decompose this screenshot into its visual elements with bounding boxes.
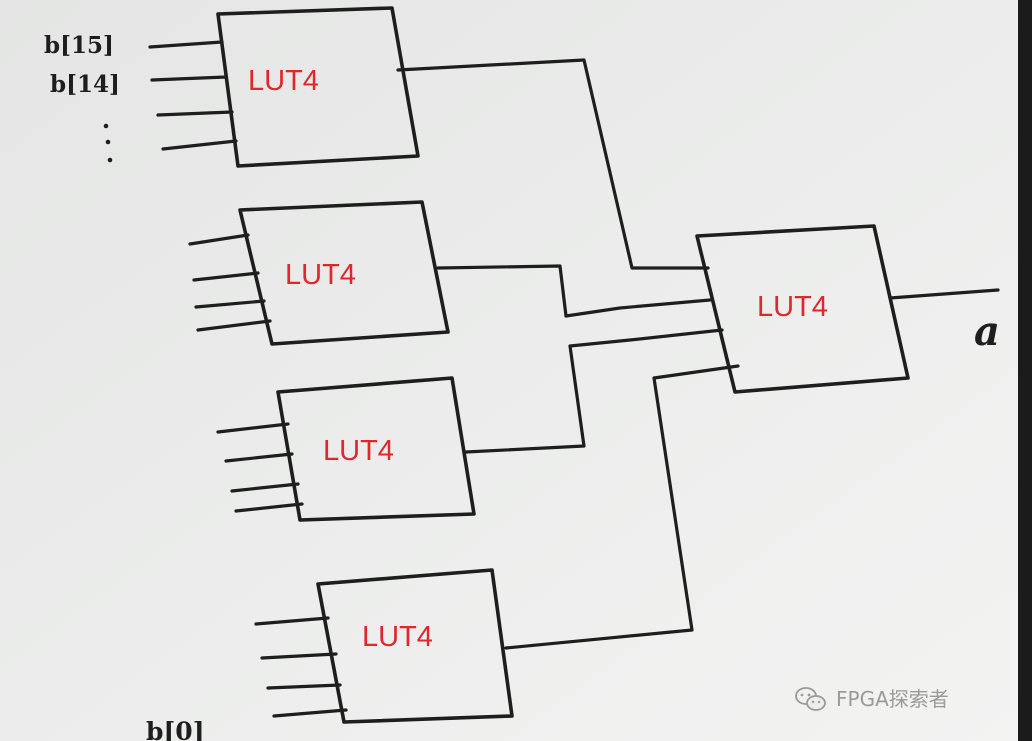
interconnect-wires xyxy=(396,58,1000,650)
input-wire xyxy=(188,233,250,246)
input-wire xyxy=(216,422,290,434)
input-wire xyxy=(156,110,234,117)
input-wire xyxy=(196,319,272,332)
lut-label: LUT4 xyxy=(323,435,394,467)
input-wires-top xyxy=(148,40,238,151)
input-wire xyxy=(161,139,238,151)
input-label-b14: b[14] xyxy=(50,71,120,98)
watermark: FPGA探索者 xyxy=(795,687,949,711)
lut-block-output: LUT4 xyxy=(695,224,910,394)
input-wire xyxy=(230,482,300,493)
input-wires-second xyxy=(188,233,272,332)
input-wire xyxy=(194,299,266,309)
wire-bottom-to-output xyxy=(504,364,740,650)
input-label-b15: b[15] xyxy=(44,32,114,59)
input-wire xyxy=(266,683,342,690)
lut-box xyxy=(276,376,476,522)
lut-block-top: LUT4 xyxy=(216,6,420,168)
lut-label: LUT4 xyxy=(362,621,433,653)
wire-top-to-output xyxy=(396,58,710,270)
input-wire xyxy=(272,708,348,718)
wire-third-to-output xyxy=(464,328,724,454)
lut-block-bottom: LUT4 xyxy=(316,568,514,724)
lut-box xyxy=(316,568,514,724)
lut-label: LUT4 xyxy=(285,259,356,291)
input-wire xyxy=(260,652,338,660)
input-wire xyxy=(192,271,260,282)
input-wire xyxy=(254,616,330,626)
lut-label: LUT4 xyxy=(248,65,319,97)
lut-box xyxy=(216,6,420,168)
input-label-b0: b[0] xyxy=(146,717,205,741)
lut-block-third: LUT4 xyxy=(276,376,476,522)
output-wire xyxy=(888,288,1000,300)
input-wire xyxy=(234,502,304,513)
input-wire xyxy=(148,40,224,49)
input-wires-third xyxy=(216,422,304,513)
photo-border xyxy=(1018,0,1032,741)
lut-block-second: LUT4 xyxy=(238,200,450,346)
ellipsis-dots xyxy=(103,123,113,163)
input-wire xyxy=(150,75,228,82)
watermark-text: FPGA探索者 xyxy=(836,687,949,711)
wechat-icon xyxy=(795,687,826,711)
output-label-a: a xyxy=(974,308,1000,355)
lut-label: LUT4 xyxy=(757,291,828,323)
input-wires-bottom xyxy=(254,616,348,718)
wire-second-to-output xyxy=(436,264,712,318)
lut-box xyxy=(238,200,450,346)
lut-box xyxy=(695,224,910,394)
input-wire xyxy=(224,452,294,463)
